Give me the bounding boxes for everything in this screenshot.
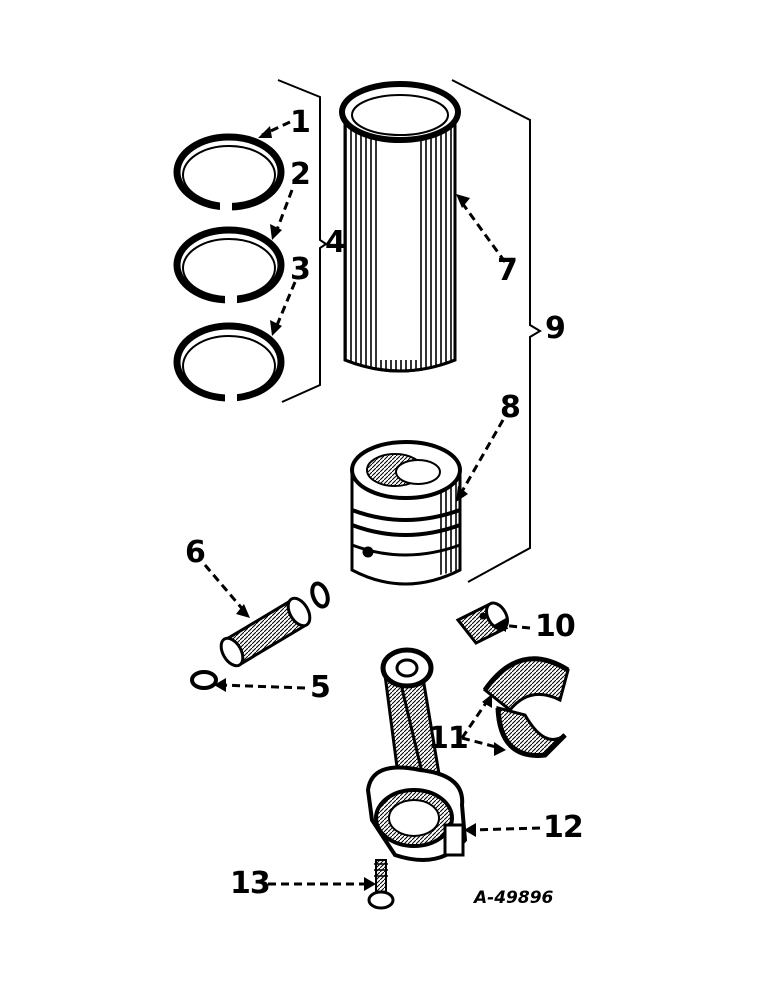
callout-7: 7	[497, 253, 518, 288]
pin-retainer-upper	[310, 581, 330, 609]
leader-3	[273, 281, 297, 331]
callout-3: 3	[290, 252, 311, 287]
leader-10	[499, 623, 531, 630]
leader-6	[203, 564, 247, 613]
sleeve-kit-bracket	[451, 79, 542, 583]
callout-10: 10	[535, 609, 576, 644]
cylinder-sleeve	[339, 81, 461, 373]
diagram-reference-number: A-49896	[474, 888, 554, 908]
pin-retainer-lower	[190, 670, 218, 690]
leader-12	[469, 826, 541, 832]
leader-11b	[461, 736, 501, 750]
piston-ring-2	[173, 226, 285, 305]
leader-8	[458, 419, 505, 496]
leader-2	[273, 189, 294, 236]
leader-5	[219, 683, 306, 690]
piston-pin	[219, 596, 312, 668]
callout-4: 4	[325, 225, 346, 260]
bearing-shell-lower	[495, 706, 567, 758]
pin-bushing	[455, 601, 509, 645]
ring-set-bracket	[277, 79, 328, 403]
leader-1	[261, 120, 291, 137]
callout-12: 12	[543, 810, 584, 845]
leader-11a	[460, 699, 490, 739]
piston-ring-3	[173, 322, 285, 404]
rod-bolt	[367, 859, 395, 910]
callout-5: 5	[310, 670, 331, 705]
leader-arrowheads	[214, 126, 506, 891]
callout-11: 11	[428, 721, 469, 756]
callout-9: 9	[545, 311, 566, 346]
connecting-rod	[365, 647, 468, 862]
callout-8: 8	[500, 390, 521, 425]
piston	[350, 440, 462, 586]
callout-1: 1	[290, 105, 311, 140]
callout-6: 6	[185, 535, 206, 570]
bearing-shell-upper	[482, 656, 570, 713]
callout-2: 2	[290, 157, 311, 192]
callout-13: 13	[230, 866, 271, 901]
piston-ring-1	[173, 133, 285, 212]
leader-lines	[203, 120, 541, 886]
